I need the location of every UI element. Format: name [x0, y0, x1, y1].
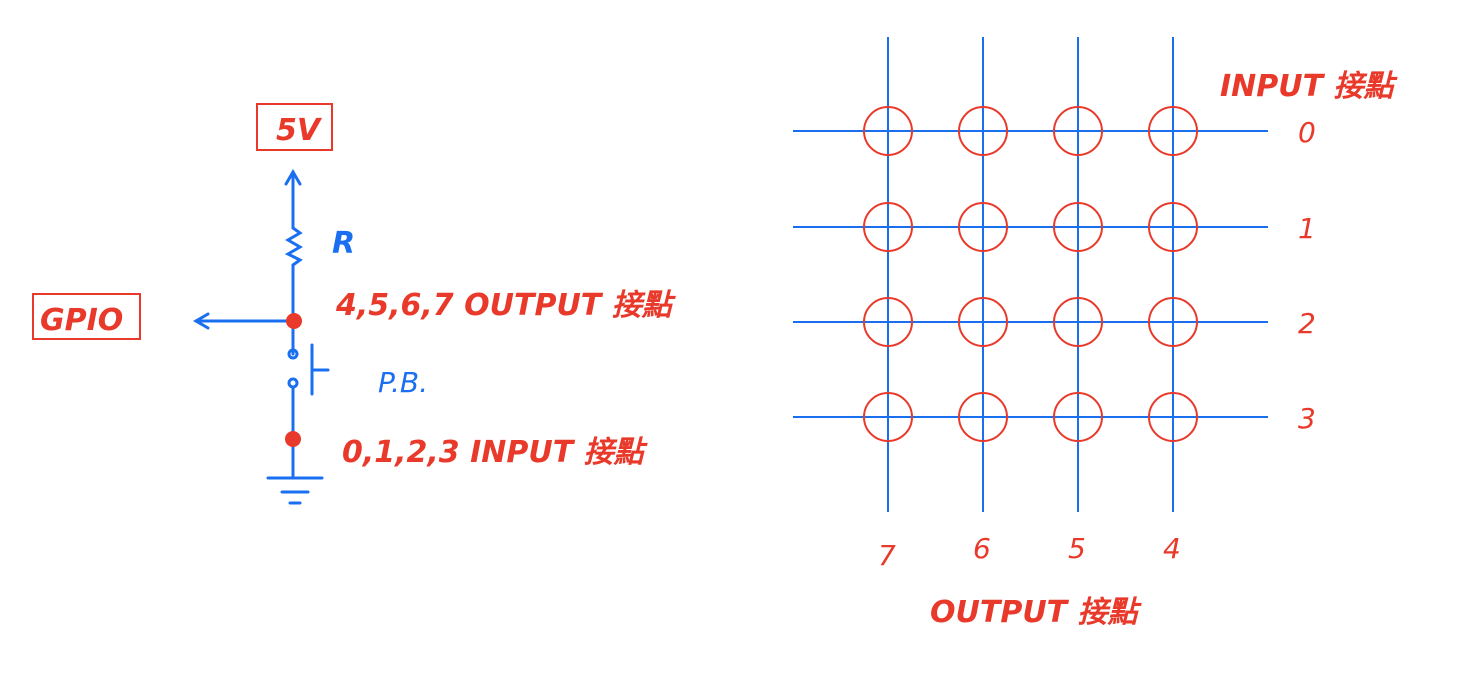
column-label: 6 [973, 532, 991, 565]
output-title: OUTPUT 接點 [930, 595, 1143, 630]
key-contact [1148, 297, 1198, 347]
key-contact [1148, 392, 1198, 442]
key-contact [1053, 297, 1103, 347]
key-contact [1053, 106, 1103, 156]
pullup-circuit [32, 103, 333, 505]
input-title: INPUT 接點 [1220, 69, 1399, 104]
row-label: 1 [1298, 212, 1316, 245]
key-contact [958, 297, 1008, 347]
key-contact [863, 202, 913, 252]
key-contact [958, 106, 1008, 156]
key-contact [863, 392, 913, 442]
supply-box [256, 103, 333, 151]
key-contact [1148, 202, 1198, 252]
key-matrix: 0 1 2 3 7 6 5 4 [793, 37, 1316, 572]
arrow-left-icon [193, 312, 210, 330]
input-note: 0,1,2,3 INPUT 接點 [342, 435, 649, 470]
row-label: 0 [1298, 116, 1316, 149]
row-label: 3 [1298, 402, 1316, 435]
output-node [286, 313, 302, 329]
key-contact [863, 106, 913, 156]
resistor-label: R [332, 226, 355, 261]
row-label: 2 [1298, 307, 1316, 340]
column-label: 4 [1163, 532, 1181, 565]
key-contact [1053, 202, 1103, 252]
column-label: 7 [878, 539, 896, 572]
arrow-up-icon [284, 169, 302, 186]
key-contact [958, 392, 1008, 442]
button-label: P.B. [378, 366, 428, 399]
gpio-label: GPIO [40, 303, 123, 338]
gpio-box [32, 293, 141, 340]
switch-contact [287, 348, 299, 360]
key-contact [1053, 392, 1103, 442]
resistor [284, 226, 303, 267]
column-label: 5 [1068, 532, 1086, 565]
supply-label: 5V [276, 113, 323, 148]
key-contact [958, 202, 1008, 252]
key-contact [1148, 106, 1198, 156]
input-node [285, 431, 301, 447]
key-contact [863, 297, 913, 347]
output-note: 4,5,6,7 OUTPUT 接點 [335, 288, 677, 323]
